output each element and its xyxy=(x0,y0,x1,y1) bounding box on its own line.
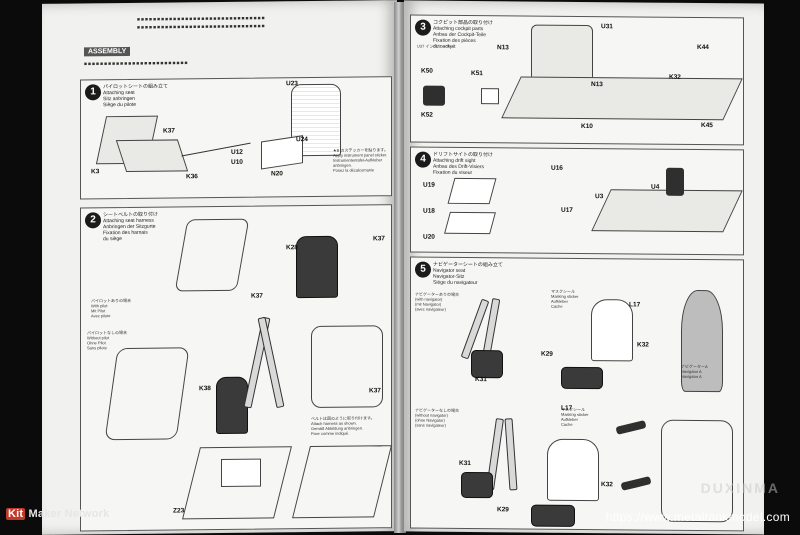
drift-sight-part xyxy=(447,177,497,205)
harness-caption: ベルトは図のように取り付けます。 Attach harness as shown… xyxy=(311,415,375,437)
seat-base-part xyxy=(115,139,189,172)
watermark-kit: Kit xyxy=(6,508,26,520)
part-label: K37 xyxy=(373,235,385,243)
step-number: 5 xyxy=(415,261,431,278)
instrument-part xyxy=(423,85,445,106)
without-navigator-caption: ナビゲーターなしの場合 (without navigator) (ohne Na… xyxy=(415,407,459,428)
part-label: K31 xyxy=(475,376,487,384)
drift-sight-assembly xyxy=(666,167,684,196)
right-page: 3 コクピット部品の取り付け Attaching cockpit parts A… xyxy=(404,0,764,535)
part-label: L17 xyxy=(629,301,641,309)
seat-assembly-outline xyxy=(311,325,383,409)
decal-caption: ★B のステッカーを貼ります。 Apply instrument panel s… xyxy=(333,147,388,173)
step-number: 4 xyxy=(415,151,431,168)
navigator-seat-cushion xyxy=(531,504,575,527)
left-page: ASSEMBLY ■■■■■■■■■■■■■■■■■■■■■■■■■■■■■■■… xyxy=(42,0,397,535)
part-label: U19 xyxy=(423,181,435,189)
step-3-panel: 3 コクピット部品の取り付け Attaching cockpit parts A… xyxy=(410,14,744,146)
step-number: 1 xyxy=(85,84,101,101)
part-label: K3 xyxy=(91,168,100,176)
part-label: N13 xyxy=(591,81,603,89)
seat-harness-part xyxy=(296,235,338,299)
part-label: K51 xyxy=(471,70,483,78)
indicator-sublabel: U37 インジケーター xyxy=(417,43,454,49)
part-label: K37 xyxy=(163,127,175,135)
seat-back-part xyxy=(547,438,599,502)
part-label: U16 xyxy=(551,164,563,172)
step-1-panel: 1 パイロットシートの組み立て Attaching seat Sitz anbr… xyxy=(80,76,392,200)
step-4-panel: 4 ドリフトサイトの取り付け Attaching drift sight Anb… xyxy=(410,146,744,256)
part-label: K38 xyxy=(199,385,211,393)
part-label: U24 xyxy=(296,136,308,144)
part-label: K32 xyxy=(669,73,681,81)
navigator-seat-cushion xyxy=(471,350,503,379)
part-label: K28 xyxy=(286,244,298,252)
assembly-banner: ASSEMBLY xyxy=(84,46,131,57)
part-label: U18 xyxy=(423,207,435,215)
step-title: シートベルトの取り付け Attaching seat harness Anbri… xyxy=(103,211,159,243)
part-label: K44 xyxy=(697,43,709,52)
harness-strap xyxy=(504,418,518,491)
watermark-network: Maker Network xyxy=(28,508,110,520)
seat-base-outline xyxy=(182,446,292,520)
navigator-seat-cushion xyxy=(561,366,603,390)
url-watermark: https://www.metaltankmodel.com xyxy=(605,510,790,524)
step-2-panel: 2 シートベルトの取り付け Attaching seat harness Anb… xyxy=(80,204,392,532)
part-label: U12 xyxy=(231,148,243,156)
part-label: U10 xyxy=(231,158,243,166)
part-label: U31 xyxy=(601,23,613,31)
part-label: N13 xyxy=(497,44,509,52)
part-label: U23 xyxy=(286,80,298,88)
part-label: K50 xyxy=(421,67,433,75)
navigator-seat-cushion xyxy=(461,471,493,499)
step-5-panel: 5 ナビゲーターシートの組み立て Navigator seat Navigato… xyxy=(410,256,744,532)
part-label: K52 xyxy=(421,111,433,119)
step-number: 2 xyxy=(85,212,101,229)
seat-back-part xyxy=(591,299,633,362)
seat-assembly-outline xyxy=(661,419,733,523)
header-text-line: ■■■■■■■■■■■■■■■■■■■■■■■■■■■■■■■■ xyxy=(137,23,266,31)
part-label: K36 xyxy=(186,173,198,181)
small-dark-part xyxy=(620,476,652,491)
cockpit-floor-part xyxy=(591,189,743,233)
instruction-booklet-spread: ASSEMBLY ■■■■■■■■■■■■■■■■■■■■■■■■■■■■■■■… xyxy=(42,0,764,535)
step-title: パイロットシートの組み立て Attaching seat Sitz anbrin… xyxy=(103,83,169,109)
part-label: K37 xyxy=(369,387,381,395)
header-text-line: ■■■■■■■■■■■■■■■■■■■■■■■■■■■■■■■■ xyxy=(137,15,266,23)
part-label: K45 xyxy=(701,122,713,130)
part-label: K29 xyxy=(497,506,509,514)
part-label: U3 xyxy=(595,193,604,201)
step-title: ドリフトサイトの取り付け Attaching drift sight Anbau… xyxy=(433,151,494,177)
part-label: U17 xyxy=(561,206,573,214)
drift-sight-part xyxy=(444,211,496,235)
part-label: N20 xyxy=(271,170,283,178)
booklet-gutter xyxy=(394,2,406,533)
part-label: U4 xyxy=(651,183,660,191)
with-pilot-caption: パイロットありの場合 With pilot Mit Pilot Avec pil… xyxy=(91,297,131,319)
cockpit-floor-part xyxy=(501,76,743,121)
kitmaker-watermark: Kit Maker Network xyxy=(6,508,109,520)
part-label: K29 xyxy=(541,350,553,358)
part-label: K31 xyxy=(459,459,471,468)
navigator-figure-caption: ナビゲーターA Navigator A Navigator A xyxy=(681,363,708,380)
part-label: K37 xyxy=(251,292,263,300)
part-label: Z23 xyxy=(173,507,185,515)
cockpit-sub-part xyxy=(481,88,499,105)
part-label: K32 xyxy=(637,341,649,349)
part-label: K10 xyxy=(581,122,593,131)
harness-strap xyxy=(257,316,285,409)
with-navigator-caption: ナビゲーターありの場合 (with navigator) (mit Naviga… xyxy=(415,291,459,312)
step-number: 3 xyxy=(415,19,431,36)
step-title: ナビゲーターシートの組み立て Navigator seat Navigator-… xyxy=(433,261,503,287)
seat-assembly-outline xyxy=(104,347,190,441)
faint-watermark: DUXINMA xyxy=(700,480,780,496)
seat-base-outline xyxy=(292,445,392,519)
header-text-line: ■■■■■■■■■■■■■■■■■■■■■■■■■■ xyxy=(84,60,189,68)
part-label: L17 xyxy=(561,404,573,412)
seat-assembly-outline xyxy=(174,218,250,292)
part-label: U20 xyxy=(423,233,435,241)
part-label: K32 xyxy=(601,481,613,489)
